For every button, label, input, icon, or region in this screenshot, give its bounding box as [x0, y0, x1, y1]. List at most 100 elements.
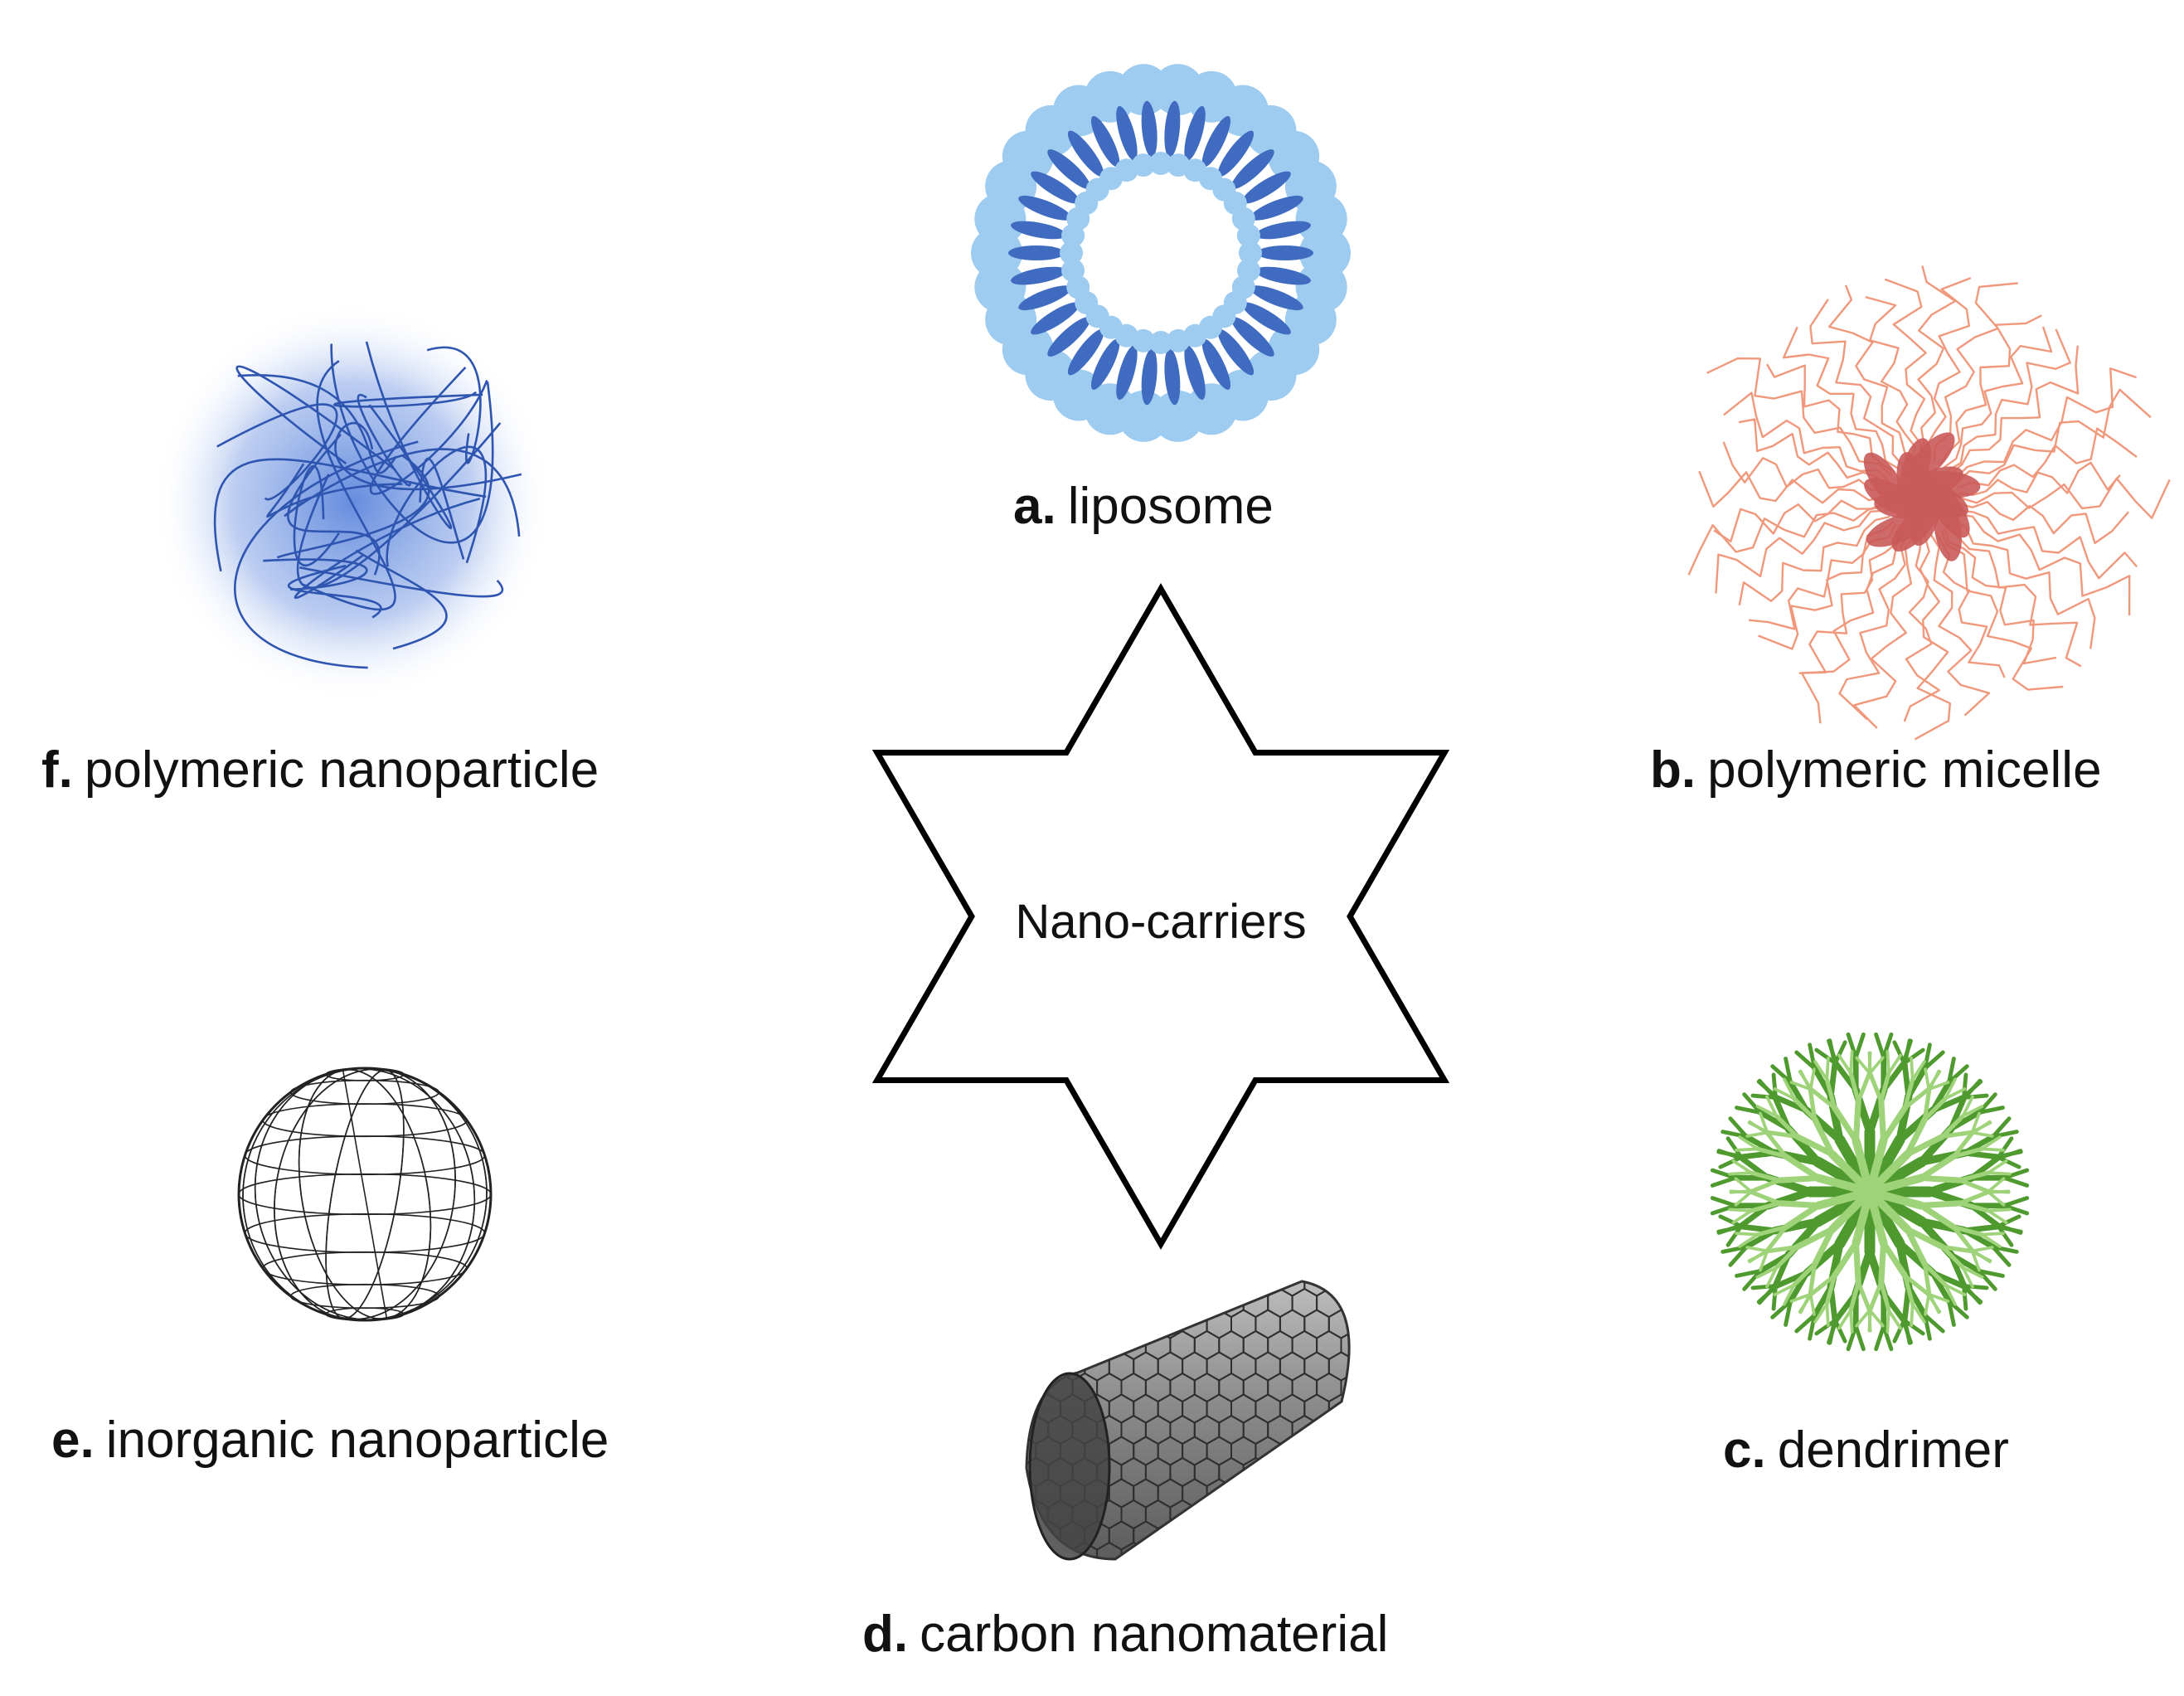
- dendrimer-branch: [1886, 1050, 1890, 1075]
- dendrimer-branch: [1749, 1201, 1782, 1213]
- label-name: carbon nanomaterial: [920, 1606, 1389, 1663]
- dendrimer-branch: [1866, 1188, 1888, 1247]
- dendrimer-branch: [1980, 1232, 2002, 1248]
- label-name: dendrimer: [1777, 1421, 2009, 1479]
- dendrimer-branch: [1881, 1032, 1894, 1060]
- lipid-tail: [1090, 338, 1120, 390]
- dendrimer-branch: [1918, 1202, 1957, 1231]
- polymer-strand: [330, 343, 494, 544]
- dendrimer-branch: [1879, 1280, 1891, 1313]
- dendrimer-branch: [1900, 1317, 1913, 1345]
- dendrimer-branch: [1961, 1078, 1983, 1101]
- polymer-strand: [426, 346, 482, 464]
- hexagon-cell: [1353, 1522, 1378, 1550]
- hexagon-cell: [1415, 1458, 1439, 1486]
- dendrimer-branch: [1784, 1299, 1793, 1327]
- hexagon-cell: [1036, 1564, 1060, 1592]
- dendrimer-branch: [1814, 1188, 1874, 1210]
- dendrimer-branch: [1991, 1245, 2019, 1254]
- dendrimer-branch: [1747, 1120, 1770, 1135]
- hexagon-cell: [1402, 1395, 1427, 1423]
- dendrimer-branch: [1867, 1307, 1885, 1328]
- polymer-strand: [287, 433, 381, 576]
- dendrimer-branch: [1866, 1174, 1925, 1196]
- hexagon-cell: [1024, 1246, 1049, 1275]
- hexagon-cell: [1317, 1669, 1341, 1692]
- polymer-chain: [1958, 477, 2171, 519]
- hexagon-cell: [1182, 1564, 1207, 1592]
- label-letter: f.: [41, 741, 73, 799]
- dendrimer-branch: [1868, 1280, 1884, 1312]
- hexagon-cell: [1073, 1669, 1098, 1692]
- label-name: polymeric micelle: [1707, 741, 2102, 799]
- polymer-chain: [1948, 522, 2082, 668]
- hexagon-cell: [1120, 1287, 1147, 1319]
- hexagon-cell: [1353, 1268, 1378, 1296]
- polymer-strand: [266, 463, 403, 518]
- hexagon-cell: [1279, 1436, 1306, 1466]
- dendrimer-branch: [1794, 1313, 1817, 1334]
- dendrimer-branch: [1721, 1245, 1749, 1254]
- polymer-strand: [276, 454, 430, 559]
- dendrimer-branch: [1825, 1057, 1830, 1081]
- hexagon-cell: [1231, 1564, 1255, 1592]
- hexagon-cell: [1133, 1309, 1159, 1339]
- polymer-chain: [1925, 277, 1972, 461]
- dendrimer-branch: [1831, 1240, 1860, 1279]
- lipid-tail: [1255, 221, 1311, 240]
- dendrimer-branch: [1969, 1246, 1994, 1253]
- label-polymeric-micelle: b.polymeric micelle: [1650, 745, 2102, 796]
- dendrimer-branch: [1809, 1087, 1837, 1110]
- dendrimer-branch: [1961, 1266, 1984, 1279]
- hexagon-cell: [1230, 1478, 1257, 1509]
- hexagon-cell: [1242, 1541, 1269, 1559]
- dendrimer-branch: [1878, 1098, 1887, 1144]
- hexagon-cell: [1048, 1669, 1072, 1692]
- hexagon-cell: [1303, 1478, 1330, 1509]
- dendrimer-branch: [1985, 1189, 2006, 1207]
- dendrimer-branch: [1970, 1120, 1992, 1135]
- hexagon-cell: [999, 1373, 1023, 1402]
- hexagon-cell: [1291, 1499, 1318, 1530]
- dendrimer-branch: [1939, 1130, 1973, 1140]
- hexagon-cell: [1366, 1500, 1390, 1528]
- hexagon-cell: [1267, 1499, 1293, 1530]
- dendrimer-branch: [1969, 1249, 1992, 1263]
- dendrimer-branch: [1793, 1226, 1836, 1251]
- hexagon-cell: [1402, 1606, 1427, 1635]
- hexagon-cell: [1255, 1520, 1281, 1551]
- polymer-strand: [235, 365, 396, 471]
- hexagon-cell: [1427, 1437, 1451, 1465]
- hexagon-cell: [1415, 1416, 1439, 1444]
- polymer-chain: [1884, 278, 1927, 461]
- dendrimer-branch: [1991, 1245, 2012, 1267]
- hexagon-cell: [1193, 1499, 1221, 1530]
- dendrimer-branch: [1755, 1105, 1779, 1118]
- dendrimer-branch: [1766, 1244, 1800, 1254]
- dendrimer-branch: [1947, 1057, 1956, 1085]
- label-carbon-nanomaterial: d.carbon nanomaterial: [862, 1609, 1388, 1660]
- hexagon-cell: [1415, 1585, 1439, 1613]
- hexagon-cell: [1402, 1522, 1427, 1550]
- dendrimer-branch: [1951, 1224, 1984, 1237]
- dendrimer-branch: [1960, 1283, 1989, 1290]
- hexagon-cell: [1206, 1281, 1232, 1297]
- hexagon-cell: [1390, 1246, 1414, 1275]
- dendrimer-branch: [1765, 1131, 1788, 1159]
- polymer-strand: [296, 422, 502, 589]
- hexagon-cell: [1195, 1246, 1220, 1275]
- dendrimer-branch: [1902, 1273, 1930, 1296]
- dendrimer-branch: [1808, 1042, 1817, 1071]
- hexagon-cell: [1427, 1564, 1451, 1592]
- hexagon-cell: [1390, 1543, 1414, 1571]
- dendrimer-branch: [2002, 1168, 2030, 1180]
- hexagon-cell: [1193, 1541, 1221, 1559]
- dendrimer-branch: [1958, 1178, 1990, 1193]
- lipid-tail: [1164, 100, 1181, 158]
- inorganic-nanoparticle-illustration: [237, 1067, 493, 1322]
- dendrimer-branch: [1977, 1092, 1997, 1115]
- dendrimer-branch: [1776, 1174, 1822, 1183]
- hexagon-cell: [1366, 1416, 1390, 1444]
- hexagon-cell: [1427, 1310, 1451, 1339]
- polymer-strand: [365, 341, 453, 530]
